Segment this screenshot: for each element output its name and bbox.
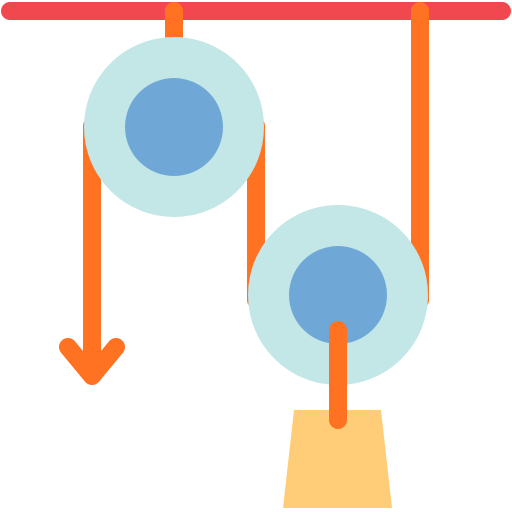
bottom-pulley-hub: [289, 246, 387, 344]
top-pulley-hub: [125, 78, 223, 176]
weight-block: [283, 410, 392, 508]
arrow-head-icon: [59, 338, 125, 385]
